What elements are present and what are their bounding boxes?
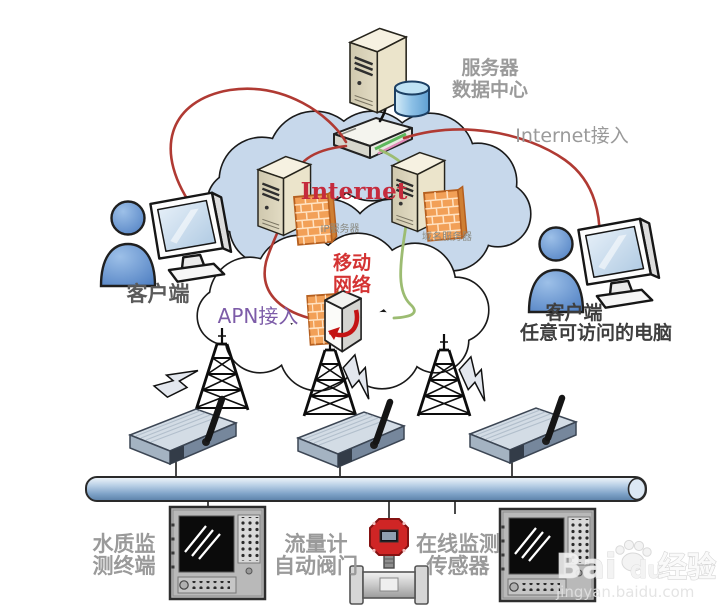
user-icon (527, 226, 585, 314)
dns-server-label: 域名服务器 (422, 230, 472, 243)
client-left-label: 客户端 (127, 282, 190, 306)
watermark-brand-suffix: du (630, 556, 664, 584)
data-bus-pipe (85, 476, 647, 502)
flow-valve-label: 自动阀门 (274, 554, 358, 578)
water-terminal-label: 水质监 (93, 532, 156, 556)
mobile-network-label: 移动 (333, 251, 371, 274)
water-terminal-label: 测终端 (93, 554, 156, 578)
paw-icon (615, 539, 652, 572)
database-icon (394, 80, 430, 118)
flow-meter-icon (349, 518, 429, 605)
connection-right-client (402, 128, 601, 253)
baidu-watermark: Bai du 经验 jingyan.baidu.com (555, 539, 717, 601)
water-quality-terminal-icon (168, 505, 267, 601)
watermark-brand-prefix: Bai (556, 547, 617, 587)
apn-access-label: APN接入 (218, 304, 299, 328)
lightning-icon (153, 354, 201, 404)
client-right-label: 任意可访问的电脑 (519, 321, 672, 344)
internet-access-label: Internet接入 (515, 125, 628, 147)
watermark-brand-cn: 经验 (658, 550, 716, 584)
watermark-url: jingyan.baidu.com (555, 583, 694, 601)
online-sensor-label: 在线监测 (416, 532, 500, 556)
client-right-label: 客户端 (545, 301, 602, 324)
user-icon (99, 200, 157, 288)
mobile-network-label: 网络 (333, 273, 371, 296)
online-sensor-label: 传感器 (426, 554, 491, 578)
ip-server-label: IP服务器 (321, 222, 360, 235)
redirect-arrow-icon (328, 309, 360, 340)
flow-valve-label: 流量计 (285, 532, 348, 556)
internet-label: Internet (301, 178, 408, 205)
monitor-icon (148, 190, 234, 285)
gprs-modem-icon (130, 399, 236, 464)
gprs-modem-icon (470, 398, 576, 463)
monitor-icon (576, 216, 662, 311)
datacenter-label: 服务器 (461, 56, 519, 79)
pipe-end-cap (627, 477, 647, 501)
datacenter-label: 数据中心 (452, 78, 528, 101)
connection-left-client (169, 87, 348, 214)
